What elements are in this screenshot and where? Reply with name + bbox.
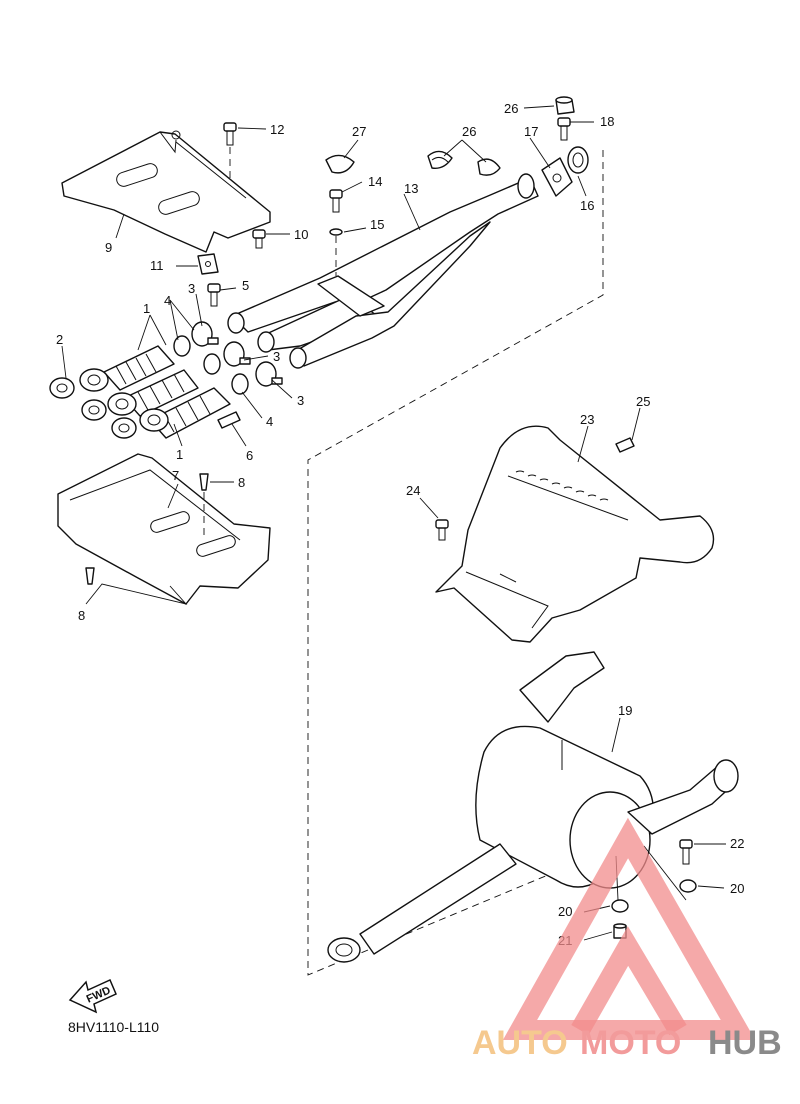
muffler-assembly [327, 651, 739, 963]
bolt-18 [557, 117, 571, 141]
callout-22: 22 [730, 836, 744, 851]
bolt-24 [435, 519, 449, 541]
callout-14: 14 [368, 174, 382, 189]
bolt-12 [223, 122, 237, 180]
grommet-20-right [679, 879, 697, 893]
heat-protector-lower [57, 453, 271, 605]
callout-26-left: 26 [462, 124, 476, 139]
callout-20-left: 20 [558, 904, 572, 919]
callout-12: 12 [270, 122, 284, 137]
watermark-text-auto: AUTO [472, 1024, 568, 1062]
washer-15 [329, 228, 343, 276]
flange-lower [139, 408, 169, 432]
callout-5: 5 [242, 278, 249, 293]
callout-19: 19 [618, 703, 632, 718]
grommet-26-right [477, 158, 501, 176]
bolt-10 [252, 229, 266, 249]
callout-15: 15 [370, 217, 384, 232]
callout-16: 16 [580, 198, 594, 213]
callout-6: 6 [246, 448, 253, 463]
grommet-20-left [611, 899, 629, 913]
flange-upper [79, 368, 109, 392]
callout-26-right: 26 [504, 101, 518, 116]
gasket-2-middle [81, 399, 107, 421]
heat-protector-upper [61, 130, 271, 253]
callout-3-bottom: 3 [297, 393, 304, 408]
exhaust-pipe-assembly [227, 173, 539, 369]
grommet-26-left [427, 150, 453, 169]
leader-lines [61, 105, 726, 941]
bolt-14 [329, 189, 343, 213]
bolt-6 [217, 411, 241, 429]
gasket-16 [567, 146, 589, 174]
rivet-8-upper [199, 473, 209, 540]
callout-10: 10 [294, 227, 308, 242]
bolt-22 [679, 839, 693, 865]
ring-4-a [173, 335, 191, 357]
callout-24: 24 [406, 483, 420, 498]
callout-1-lower: 1 [176, 447, 183, 462]
clamp-3-b [223, 341, 251, 367]
callout-11: 11 [150, 258, 164, 273]
callout-18: 18 [600, 114, 614, 129]
grommet-27 [325, 154, 355, 174]
clamp-3-a [191, 321, 219, 347]
callout-2: 2 [56, 332, 63, 347]
callout-3-top: 3 [188, 281, 195, 296]
watermark-text-moto: MOTO [580, 1024, 681, 1062]
callout-8-right: 8 [238, 475, 245, 490]
callout-1-upper: 1 [143, 301, 150, 316]
gasket-2-lower [111, 417, 137, 439]
callout-27: 27 [352, 124, 366, 139]
bolt-25 [615, 437, 635, 453]
bracket-11 [197, 253, 219, 275]
assembly-boundary [307, 150, 604, 976]
forward-direction-icon: FWD [68, 979, 117, 1014]
callout-3-middle: 3 [273, 349, 280, 364]
ring-4-c [231, 373, 249, 395]
cap-26-top [555, 96, 575, 115]
callout-17: 17 [524, 124, 538, 139]
callout-23: 23 [580, 412, 594, 427]
callout-25: 25 [636, 394, 650, 409]
clamp-3-c [255, 361, 283, 387]
callout-4-top: 4 [164, 293, 171, 308]
callout-8-left: 8 [78, 608, 85, 623]
gasket-2-upper [49, 377, 75, 399]
callout-7: 7 [172, 468, 179, 483]
callout-4-bottom: 4 [266, 414, 273, 429]
flex-joint-upper [103, 345, 175, 391]
rivet-8-lower [85, 567, 95, 585]
bolt-5 [207, 283, 221, 307]
callout-9: 9 [105, 240, 112, 255]
callout-20-right: 20 [730, 881, 744, 896]
callout-13: 13 [404, 181, 418, 196]
diagram-code: 8HV1110-L110 [68, 1019, 159, 1035]
flex-joint-lower [149, 387, 231, 439]
watermark-text-hub: HUB [708, 1024, 782, 1062]
flange-middle [107, 392, 137, 416]
watermark-logo: AUTO MOTO HUB [472, 817, 782, 1062]
ring-4-b [203, 353, 221, 375]
clamp-17 [541, 157, 573, 197]
muffler-protector [435, 425, 715, 643]
